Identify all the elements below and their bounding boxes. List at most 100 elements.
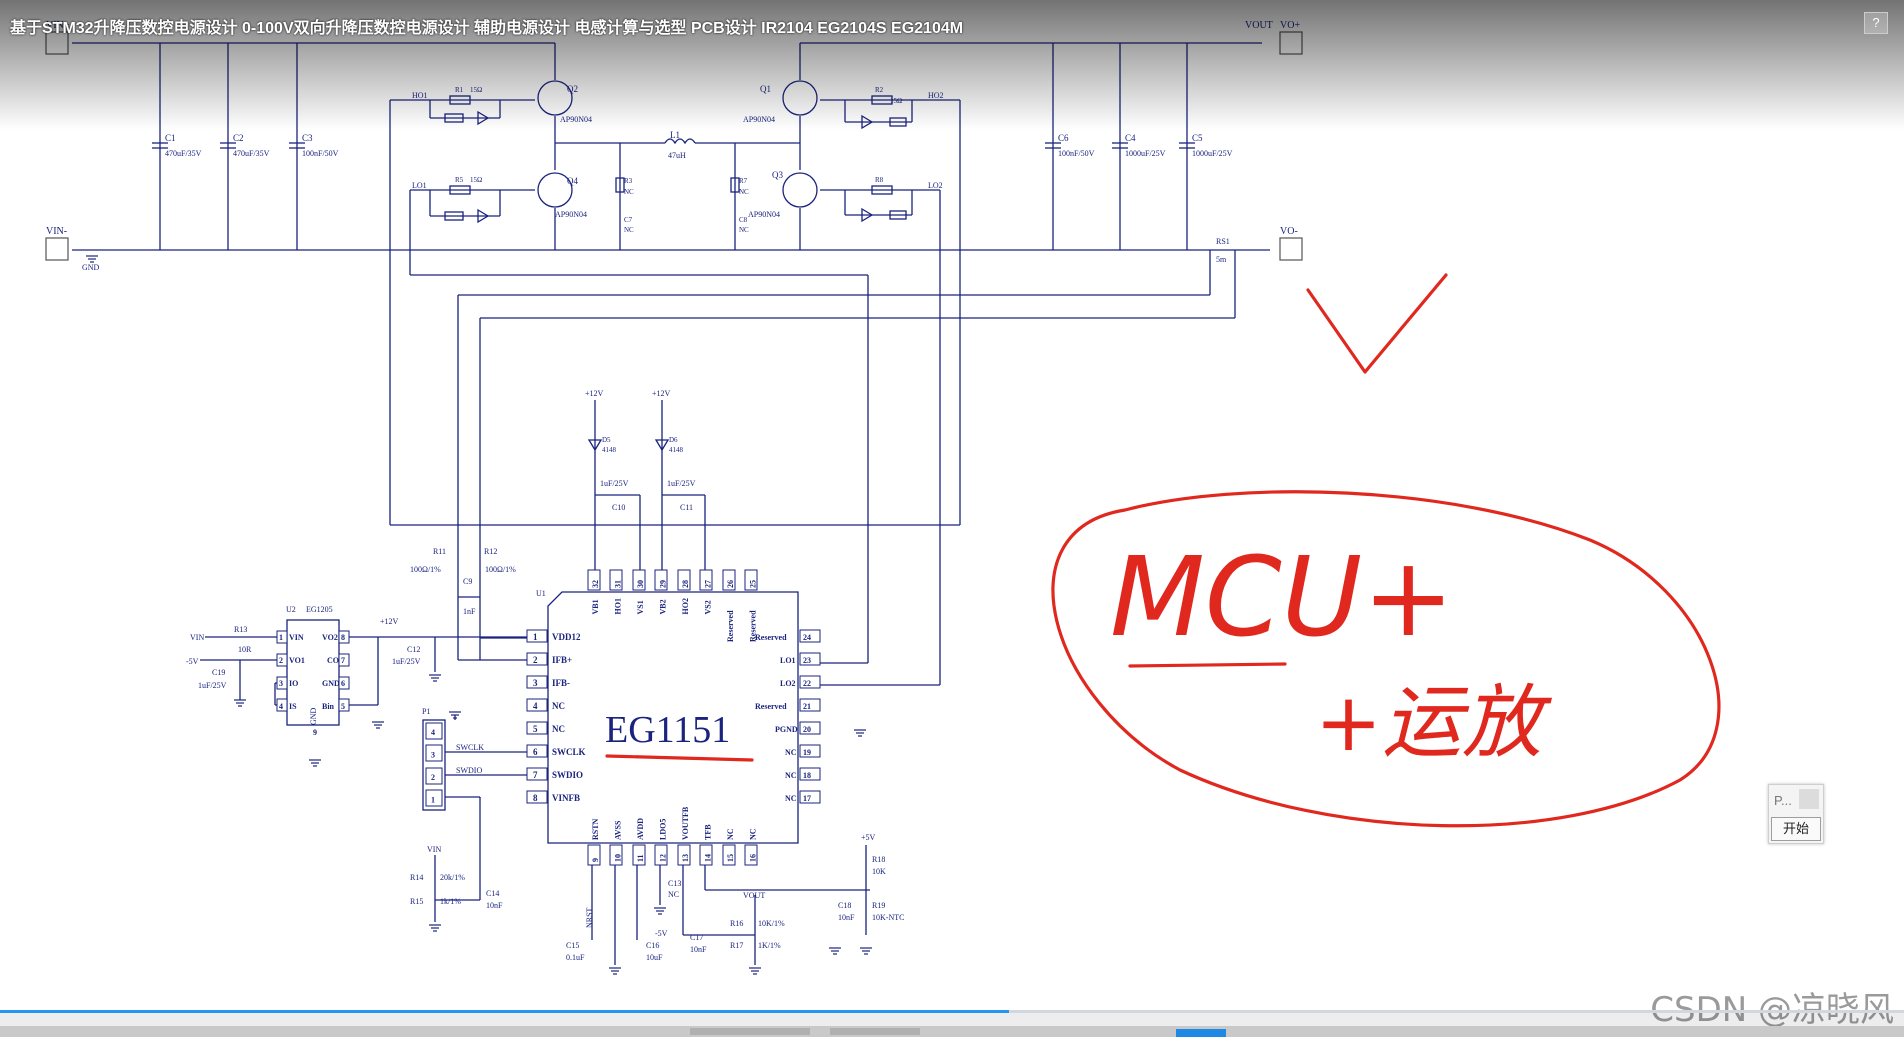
svg-text:C9: C9 — [463, 577, 472, 586]
svg-text:C11: C11 — [680, 503, 693, 512]
ic-pin-number: 10 — [614, 854, 623, 862]
ic-pin-number: 32 — [591, 580, 600, 588]
svg-text:C8: C8 — [739, 216, 748, 224]
header-pin-number: 1 — [431, 796, 435, 805]
port-vin-minus: VIN- — [46, 226, 67, 237]
ic-pin-name: TFB — [704, 824, 713, 840]
ic-pin-name: Reserved — [726, 610, 735, 642]
svg-text:C7: C7 — [624, 216, 633, 224]
ic-pin-name: NC — [552, 724, 565, 734]
ic-pin-number: 27 — [704, 580, 713, 588]
port-vo-minus: VO- — [1280, 226, 1298, 237]
svg-text:4148: 4148 — [602, 446, 617, 454]
ic-pin-number: 9 — [591, 858, 600, 862]
ic-pin-name: SWCLK — [552, 747, 586, 757]
aux-pin-number: 5 — [341, 702, 345, 711]
ic-pin-name: IFB- — [552, 678, 570, 688]
ic-pin-name: VDD12 — [552, 632, 581, 642]
aux-pin-name: VO1 — [289, 656, 305, 665]
aux-pin-name: GND — [322, 679, 340, 688]
svg-text:15Ω: 15Ω — [470, 176, 482, 184]
svg-text:15Ω: 15Ω — [470, 86, 482, 94]
aux-pin-number: 4 — [279, 702, 283, 711]
svg-text:R13: R13 — [234, 625, 247, 634]
svg-text:1uF/25V: 1uF/25V — [198, 681, 227, 690]
ic-pin-name: RSTN — [591, 818, 600, 840]
svg-text:0.1uF: 0.1uF — [566, 953, 585, 962]
svg-text:R19: R19 — [872, 901, 885, 910]
svg-text:10nF: 10nF — [486, 901, 503, 910]
svg-text:VIN: VIN — [427, 845, 441, 854]
svg-text:1000uF/25V: 1000uF/25V — [1125, 149, 1166, 158]
svg-text:1uF/25V: 1uF/25V — [667, 479, 696, 488]
aux-pin-number: 8 — [341, 633, 345, 642]
svg-text:10K: 10K — [872, 867, 886, 876]
ic-pin-number: 31 — [614, 580, 623, 588]
mini-player-window[interactable]: P... 开始 — [1768, 784, 1824, 844]
svg-text:10uF: 10uF — [646, 953, 663, 962]
svg-text:LO1: LO1 — [412, 181, 427, 190]
ic-pin-name: SWDIO — [552, 770, 583, 780]
ic-pin-name: HO2 — [681, 598, 690, 614]
ic-pin-number: 28 — [681, 580, 690, 588]
svg-text:SWDIO: SWDIO — [456, 766, 482, 775]
header-pin-number: 4 — [431, 728, 435, 737]
svg-text:R15: R15 — [410, 897, 423, 906]
ic-pin-name: LO2 — [780, 679, 796, 688]
aux-pin-number: 3 — [279, 679, 283, 688]
svg-text:Q1: Q1 — [760, 84, 771, 94]
ic-pin-number: 4 — [533, 701, 538, 711]
progress-fill — [0, 1010, 1010, 1013]
svg-text:+12V: +12V — [380, 617, 399, 626]
svg-text:R2: R2 — [875, 86, 884, 94]
help-button[interactable]: ? — [1864, 12, 1888, 34]
svg-text:AP90N04: AP90N04 — [560, 115, 592, 124]
svg-text:D5: D5 — [602, 436, 611, 444]
ic-pin-number: 29 — [659, 580, 668, 588]
svg-text:1K/1%: 1K/1% — [758, 941, 781, 950]
svg-text:EG1205: EG1205 — [306, 605, 333, 614]
svg-text:R5: R5 — [455, 176, 464, 184]
ic-pin-name: VB1 — [591, 599, 600, 614]
ic-pin-name: AVSS — [614, 820, 623, 840]
ic-pin-number: 20 — [803, 725, 811, 734]
svg-text:R18: R18 — [872, 855, 885, 864]
svg-text:C12: C12 — [407, 645, 420, 654]
svg-text:C3: C3 — [302, 133, 313, 143]
ic-pin-name: AVDD — [636, 818, 645, 840]
ic-pin-number: 13 — [681, 854, 690, 862]
svg-text:R1: R1 — [455, 86, 464, 94]
ic-pin-name: LO1 — [780, 656, 796, 665]
mini-window-label: P... — [1774, 793, 1792, 808]
aux-pin-name: IO — [289, 679, 298, 688]
start-button[interactable]: 开始 — [1771, 817, 1821, 841]
svg-text:R12: R12 — [484, 547, 497, 556]
svg-text:15Ω: 15Ω — [890, 97, 902, 105]
aux-pin-number: 9 — [313, 728, 317, 737]
aux-pin-number: 1 — [279, 633, 283, 642]
svg-text:47uH: 47uH — [668, 151, 686, 160]
svg-text:SWCLK: SWCLK — [456, 743, 484, 752]
ic-pin-number: 3 — [533, 678, 538, 688]
ic-pin-number: 5 — [533, 724, 538, 734]
svg-text:100nF/50V: 100nF/50V — [1058, 149, 1095, 158]
aux-pin-name: Bin — [322, 702, 335, 711]
svg-text:R14: R14 — [410, 873, 423, 882]
active-segment — [1176, 1029, 1226, 1037]
svg-text:+12V: +12V — [652, 389, 671, 398]
checkmark-annotation — [1306, 273, 1448, 374]
svg-text:10nF: 10nF — [690, 945, 707, 954]
svg-text:NC: NC — [624, 188, 634, 196]
svg-text:20k/1%: 20k/1% — [440, 873, 465, 882]
svg-text:P1: P1 — [422, 707, 430, 716]
header-pin-number: 2 — [431, 773, 435, 782]
svg-text:R8: R8 — [875, 176, 884, 184]
ic-pin-number: 8 — [533, 793, 538, 803]
svg-text:100Ω/1%: 100Ω/1% — [485, 565, 516, 574]
ic-pin-number: 21 — [803, 702, 811, 711]
svg-text:1000uF/25V: 1000uF/25V — [1192, 149, 1233, 158]
ic-pin-number: 23 — [803, 656, 811, 665]
ic-pin-number: 14 — [704, 854, 713, 862]
svg-text:C19: C19 — [212, 668, 225, 677]
